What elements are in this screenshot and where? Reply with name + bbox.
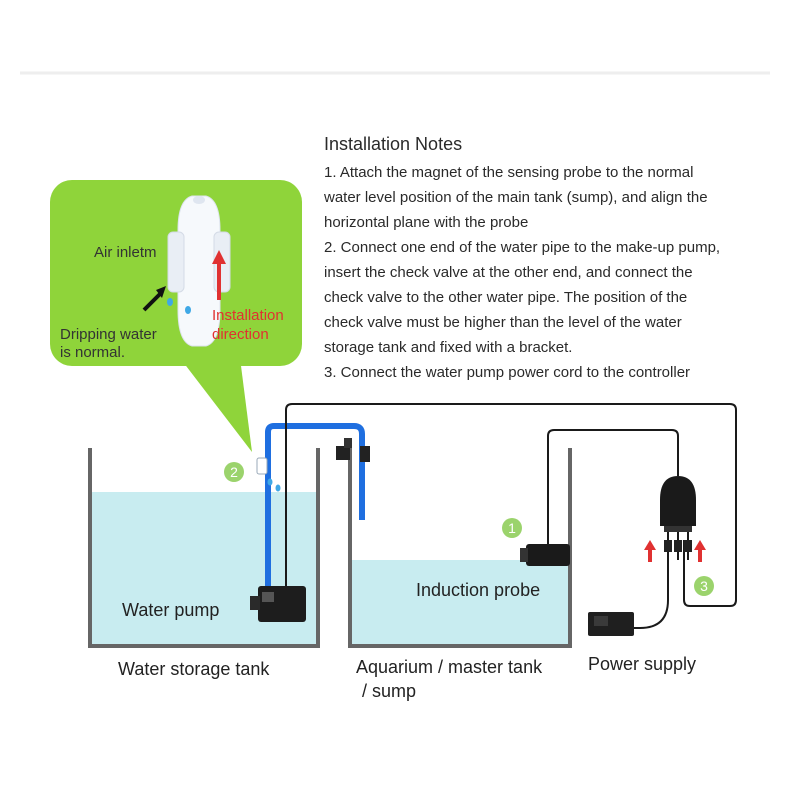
notes-title: Installation Notes (324, 134, 463, 154)
red-up-arrows (644, 540, 706, 562)
marker-2: 2 (224, 462, 244, 482)
power-supply-label: Power supply (588, 654, 697, 674)
note-line: 1. Attach the magnet of the sensing prob… (324, 164, 694, 181)
probe-cable (547, 429, 679, 548)
blue-water-pipe (265, 423, 365, 590)
pipe-bracket (336, 438, 370, 462)
aquarium-label-line2: / sump (362, 681, 417, 701)
dripping-water-label-line1: Dripping water (60, 326, 157, 343)
installation-direction-arrow (212, 250, 226, 300)
pump-power-cord (285, 403, 737, 607)
note-line: horizontal plane with the probe (324, 214, 529, 231)
note-line: storage tank and fixed with a bracket. (324, 339, 573, 356)
power-supply-adapter (588, 612, 634, 636)
water-pump-label: Water pump (122, 600, 220, 620)
aquarium-label-line1: Aquarium / master tank (356, 657, 543, 677)
water-pump (250, 586, 306, 622)
water-storage-tank-label: Water storage tank (118, 659, 270, 679)
note-line: check valve must be higher than the leve… (324, 314, 682, 331)
installation-direction-label-line2: direction (212, 326, 269, 343)
marker-1: 1 (502, 518, 522, 538)
note-line: 2. Connect one end of the water pipe to … (324, 239, 721, 256)
air-inlet-label: Air inletm (94, 244, 157, 261)
note-line: check valve to the other water pipe. The… (324, 289, 688, 306)
note-line: insert the check valve at the other end,… (324, 264, 693, 281)
controller-unit (660, 476, 696, 532)
air-inlet-arrow (142, 286, 166, 312)
drip-drops (167, 298, 191, 314)
marker-3: 3 (694, 576, 714, 596)
induction-probe-label: Induction probe (416, 580, 541, 600)
induction-probe (520, 544, 570, 566)
dripping-water-label-line2: is normal. (60, 344, 126, 361)
installation-direction-label-line1: Installation (212, 307, 284, 324)
power-supply-cable (630, 560, 669, 629)
note-line: 3. Connect the water pump power cord to … (324, 364, 691, 381)
note-line: water level position of the main tank (s… (324, 189, 708, 206)
controller-leads (664, 532, 692, 560)
pipe-check-valve (256, 457, 281, 492)
